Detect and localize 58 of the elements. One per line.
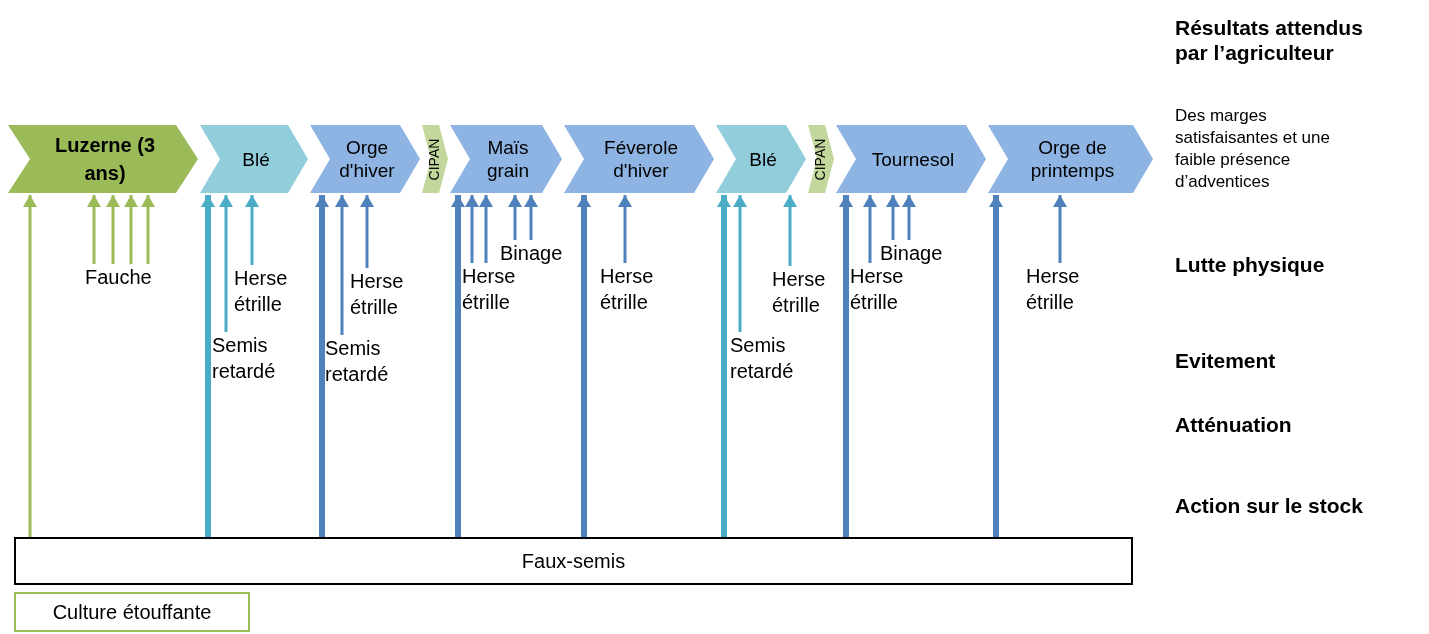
technique-label: Herse étrille	[350, 268, 404, 320]
technique-label: Herse étrille	[772, 266, 826, 318]
arrow	[886, 195, 900, 240]
arrow	[479, 195, 493, 263]
arrow	[360, 195, 374, 268]
technique-label: Fauche	[85, 264, 152, 290]
crop-band: Blé	[716, 125, 806, 193]
technique-label: Semis retardé	[325, 335, 389, 387]
arrow	[618, 195, 632, 263]
row-heading: Atténuation	[1175, 412, 1293, 437]
technique-label: Herse étrille	[234, 265, 288, 317]
arrow	[465, 195, 479, 263]
arrow	[106, 195, 120, 264]
crop-band: Féverole d'hiver	[564, 125, 714, 193]
crop-band: Maïs grain	[450, 125, 562, 193]
technique-label: Binage	[880, 240, 943, 266]
practice-box: Faux-semis	[14, 537, 1133, 585]
technique-label: Herse étrille	[1026, 263, 1080, 315]
arrow	[717, 195, 731, 537]
technique-label: Binage	[500, 240, 563, 266]
crop-band: Orge d'hiver	[310, 125, 420, 193]
arrow	[863, 195, 877, 263]
arrow	[87, 195, 101, 264]
crop-band: CIPAN	[808, 125, 834, 193]
crop-band: Tournesol	[836, 125, 986, 193]
arrow	[902, 195, 916, 240]
row-heading: Résultats attendus par l’agriculteur	[1175, 15, 1364, 65]
technique-label: Herse étrille	[462, 263, 516, 315]
row-heading: Action sur le stock	[1175, 493, 1364, 518]
arrow	[201, 195, 215, 537]
arrow	[508, 195, 522, 240]
arrow	[733, 195, 747, 332]
arrow	[141, 195, 155, 264]
technique-label: Semis retardé	[212, 332, 276, 384]
arrow	[989, 195, 1003, 537]
row-heading: Lutte physique	[1175, 252, 1326, 277]
arrow	[524, 195, 538, 240]
arrow	[783, 195, 797, 266]
arrow	[23, 195, 37, 537]
arrow	[335, 195, 349, 335]
arrow	[577, 195, 591, 537]
practice-box: Culture étouffante	[14, 592, 250, 632]
arrow	[124, 195, 138, 264]
crop-band: Orge de printemps	[988, 125, 1153, 193]
arrow	[451, 195, 465, 537]
row-heading: Evitement	[1175, 348, 1277, 373]
arrow	[245, 195, 259, 265]
arrow	[315, 195, 329, 537]
crop-band: CIPAN	[422, 125, 448, 193]
technique-label: Herse étrille	[850, 263, 904, 315]
arrow	[839, 195, 853, 537]
note-text: Des marges satisfaisantes et une faible présence d’adventices	[1175, 105, 1331, 193]
technique-label: Herse étrille	[600, 263, 654, 315]
technique-label: Semis retardé	[730, 332, 794, 384]
crop-band: Luzerne (3 ans)	[8, 125, 198, 193]
arrow	[219, 195, 233, 332]
crop-band: Blé	[200, 125, 308, 193]
arrow	[1053, 195, 1067, 263]
